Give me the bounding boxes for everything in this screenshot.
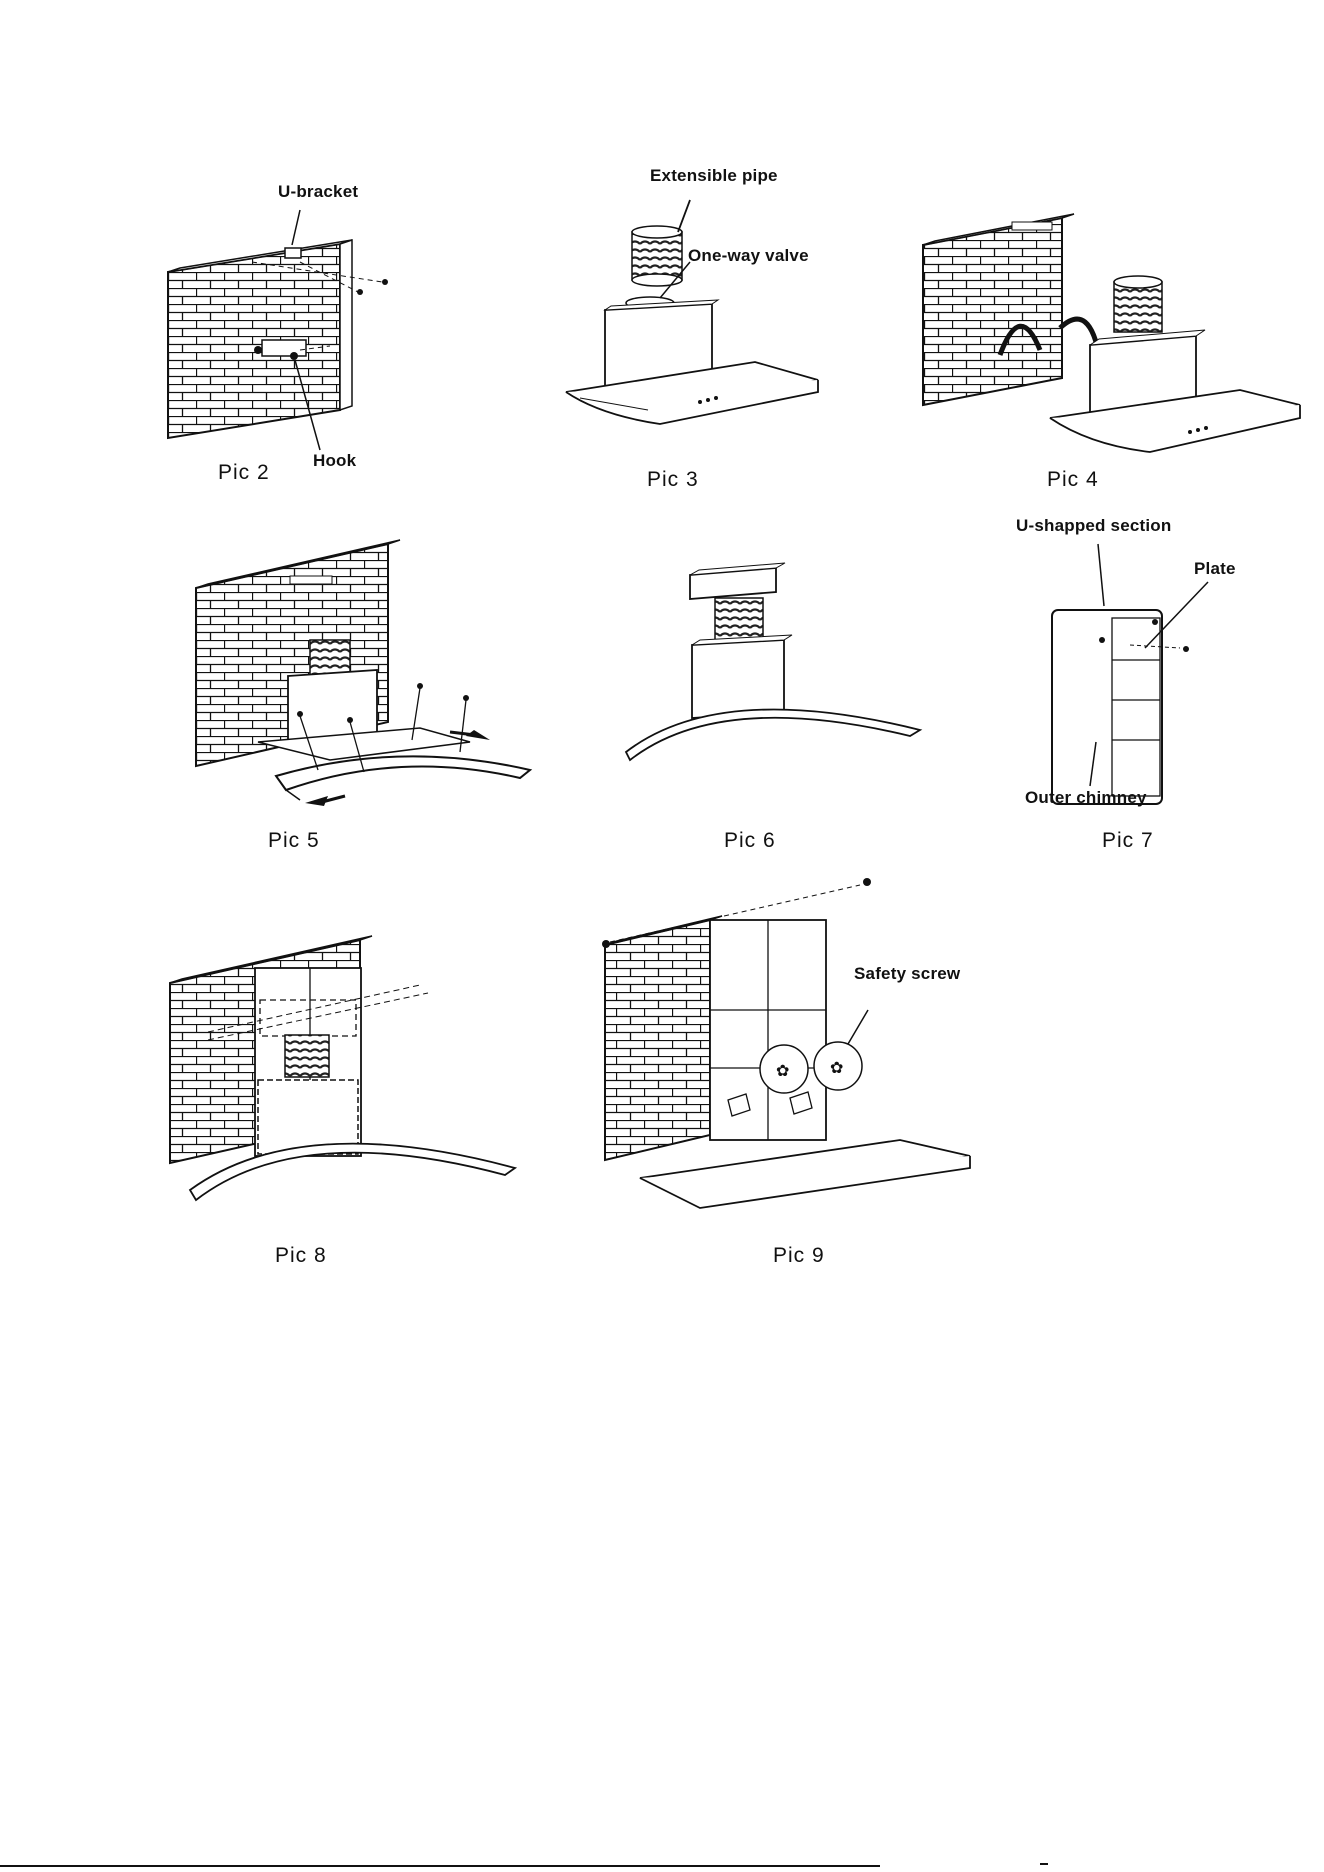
pic6-illustration [626,563,920,760]
pic3-illustration [566,200,818,424]
pic7-illustration [1052,544,1208,804]
svg-text:✿: ✿ [830,1060,843,1077]
footer-mark [1040,1863,1048,1865]
pic4-illustration [923,214,1300,452]
callout-plate: Plate [1194,560,1236,577]
pic5-illustration [196,540,530,806]
caption-pic3: Pic 3 [647,469,699,490]
svg-text:✿: ✿ [776,1063,789,1080]
caption-pic7: Pic 7 [1102,830,1154,851]
callout-hook: Hook [313,452,356,469]
pic9-illustration: ✿ ✿ [602,878,970,1208]
callout-extensible-pipe: Extensible pipe [650,167,778,184]
pic8-illustration [170,936,515,1200]
caption-pic8: Pic 8 [275,1245,327,1266]
pic2-illustration [168,210,388,450]
caption-pic5: Pic 5 [268,830,320,851]
callout-safety-screw: Safety screw [854,965,960,982]
callout-outer-chimney: Outer chimney [1025,789,1147,806]
caption-pic9: Pic 9 [773,1245,825,1266]
footer-rule [0,1865,880,1867]
callout-one-way-valve: One-way valve [688,247,809,264]
caption-pic6: Pic 6 [724,830,776,851]
callout-u-shapped-section: U-shapped section [1016,517,1171,534]
caption-pic2: Pic 2 [218,462,270,483]
caption-pic4: Pic 4 [1047,469,1099,490]
callout-u-bracket: U-bracket [278,183,358,200]
